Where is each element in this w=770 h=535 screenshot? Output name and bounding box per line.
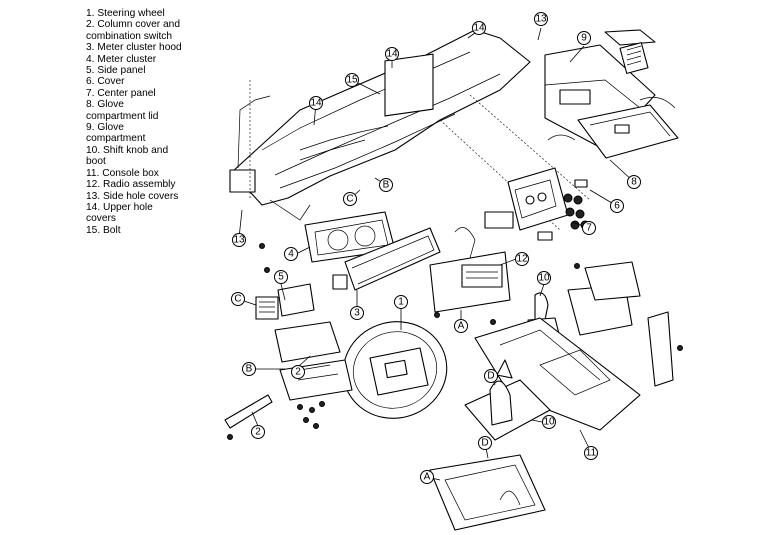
svg-text:C: C xyxy=(234,294,241,305)
leader-lines xyxy=(237,27,635,481)
legend-line: 4. Meter cluster xyxy=(86,53,157,65)
callout-1: 1 xyxy=(394,295,408,309)
callout-11: 11 xyxy=(584,446,598,460)
callout-12: 12 xyxy=(515,252,529,266)
callout-8: 8 xyxy=(627,175,641,189)
callout-14: 14 xyxy=(472,21,486,35)
legend-line: 6. Cover xyxy=(86,76,125,88)
callout-7: 7 xyxy=(582,221,596,235)
legend-line: 5. Side panel xyxy=(86,65,146,77)
callout-C: C xyxy=(231,292,245,306)
callout-A: A xyxy=(454,319,468,333)
svg-text:11: 11 xyxy=(586,448,597,459)
svg-text:D: D xyxy=(481,438,488,449)
svg-text:15: 15 xyxy=(346,75,358,86)
svg-text:A: A xyxy=(424,472,431,483)
legend-line: 11. Console box xyxy=(86,167,159,179)
fasteners xyxy=(227,243,683,440)
svg-text:10: 10 xyxy=(543,417,555,428)
svg-text:D: D xyxy=(487,371,494,382)
svg-text:14: 14 xyxy=(386,49,398,60)
svg-text:12: 12 xyxy=(516,254,528,265)
lower-trim xyxy=(224,394,273,429)
callout-B: B xyxy=(242,362,256,376)
svg-text:A: A xyxy=(458,321,465,332)
svg-text:13: 13 xyxy=(233,235,245,246)
callout-13: 13 xyxy=(534,12,548,26)
side-vent xyxy=(619,42,649,74)
callout-D: D xyxy=(478,436,492,450)
steering-wheel xyxy=(342,321,448,419)
callout-2: 2 xyxy=(251,425,265,439)
column-cover xyxy=(274,321,353,401)
svg-text:14: 14 xyxy=(310,98,322,109)
svg-text:9: 9 xyxy=(581,33,587,44)
legend-line: 8. Glove xyxy=(86,99,124,111)
legend-line: 2. Column cover and xyxy=(86,19,181,31)
legend-line: compartment lid xyxy=(86,110,159,122)
svg-text:2: 2 xyxy=(295,367,301,378)
callout-13: 13 xyxy=(232,233,246,247)
svg-text:B: B xyxy=(383,180,390,191)
svg-text:C: C xyxy=(346,194,353,205)
center-panel xyxy=(484,167,590,241)
svg-text:6: 6 xyxy=(614,201,620,212)
legend-line: covers xyxy=(86,213,117,225)
callout-C: C xyxy=(343,192,357,206)
glove-compartment-lid xyxy=(547,97,679,159)
console-box xyxy=(474,261,674,431)
shift-boot xyxy=(464,359,551,441)
callout-10: 10 xyxy=(537,271,551,285)
instrument-panel xyxy=(229,29,591,231)
callout-14: 14 xyxy=(385,47,399,61)
meter-cluster-hood xyxy=(344,227,441,291)
svg-text:13: 13 xyxy=(535,14,547,25)
legend-line: 7. Center panel xyxy=(86,87,156,99)
svg-text:5: 5 xyxy=(278,272,284,283)
callout-5: 5 xyxy=(274,270,288,284)
svg-text:4: 4 xyxy=(288,249,294,260)
legend-line: 15. Bolt xyxy=(86,224,121,236)
svg-text:2: 2 xyxy=(255,427,261,438)
svg-text:7: 7 xyxy=(586,223,592,234)
legend-line: combination switch xyxy=(86,30,173,42)
callout-15: 15 xyxy=(345,73,359,87)
svg-text:3: 3 xyxy=(354,308,360,319)
callout-4: 4 xyxy=(284,247,298,261)
svg-text:B: B xyxy=(246,364,253,375)
callout-3: 3 xyxy=(350,306,364,320)
legend-line: compartment xyxy=(86,133,146,145)
callout-6: 6 xyxy=(610,199,624,213)
legend-line: 9. Glove xyxy=(86,122,124,134)
callout-14: 14 xyxy=(309,96,323,110)
legend-line: 1. Steering wheel xyxy=(86,8,165,19)
svg-text:8: 8 xyxy=(631,177,637,188)
legend-line: 12. Radio assembly xyxy=(86,179,176,191)
svg-text:10: 10 xyxy=(538,273,550,284)
side-panel xyxy=(255,274,348,320)
floor-bracket xyxy=(429,454,546,531)
callout-D: D xyxy=(484,369,498,383)
legend-line: 13. Side hole covers xyxy=(86,190,179,202)
legend-line: 3. Meter cluster hood xyxy=(86,42,182,54)
svg-text:1: 1 xyxy=(398,297,404,308)
radio-assembly xyxy=(429,227,511,313)
callout-2: 2 xyxy=(291,365,305,379)
parts-legend: 1. Steering wheel 2. Column cover and co… xyxy=(86,8,206,236)
callout-9: 9 xyxy=(577,31,591,45)
callout-B: B xyxy=(379,178,393,192)
legend-line: 14. Upper hole xyxy=(86,201,153,213)
callout-A: A xyxy=(420,470,434,484)
legend-line: 10. Shift knob and xyxy=(86,144,169,156)
svg-text:14: 14 xyxy=(473,23,485,34)
legend-line: boot xyxy=(86,156,106,168)
cover-part xyxy=(574,179,588,188)
callout-10: 10 xyxy=(542,415,556,429)
